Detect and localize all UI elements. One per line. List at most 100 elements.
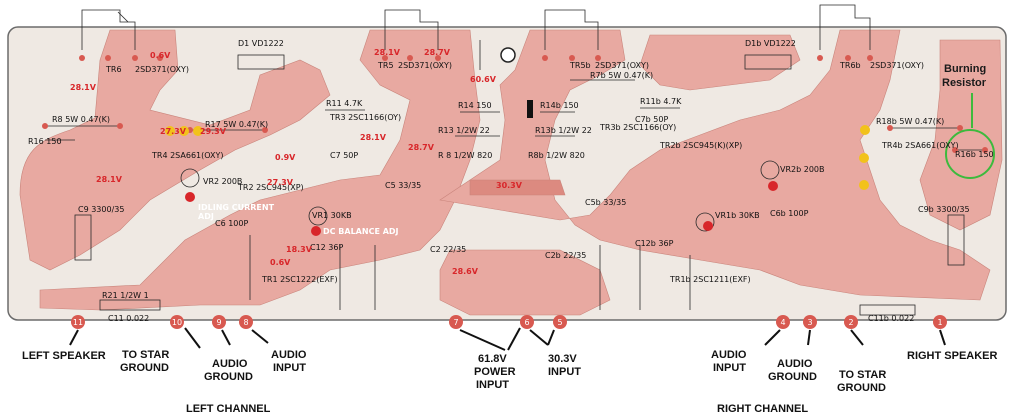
dc-balance-adj-dot-right <box>703 221 713 231</box>
label-vr1b: VR1b 30KB <box>715 211 760 220</box>
voltage-l5: 60.6V <box>470 75 497 84</box>
label-vr2b: VR2b 200B <box>780 165 825 174</box>
mounting-hole <box>500 47 516 63</box>
dc-balance-adj-dot <box>311 226 321 236</box>
idling-adj-dot-right <box>768 181 778 191</box>
callout-power-3: INPUT <box>476 379 509 391</box>
voltage-l2: 0.6V <box>150 51 171 60</box>
callout-r-audio-input-1: AUDIO <box>711 349 747 361</box>
label-r7b: R7b 5W 0.47(K) <box>590 71 653 80</box>
label-c11b: C11b 0.022 <box>868 314 914 323</box>
label-c7b: C7b 50P <box>635 115 668 124</box>
label-tr3: TR3 2SC1166(OY) <box>329 113 401 122</box>
pin-6: 6 <box>524 318 529 327</box>
label-c7: C7 50P <box>330 151 358 160</box>
label-vr2: VR2 200B <box>203 177 242 186</box>
pin-2: 2 <box>848 318 853 327</box>
callouts: LEFT SPEAKER TO STAR GROUND AUDIO GROUND… <box>22 63 998 394</box>
label-c6: C6 100P <box>215 219 248 228</box>
voltage-l11: 18.3V <box>286 245 313 254</box>
label-r11b: R11b 4.7K <box>640 97 682 106</box>
solder-pads <box>42 55 988 153</box>
pin-8: 8 <box>243 318 248 327</box>
callout-r-audio-input-2: INPUT <box>713 362 746 374</box>
jumper-block <box>527 100 533 118</box>
pin-11: 11 <box>73 318 83 327</box>
voltage-l1: 28.1V <box>70 83 97 92</box>
callout-right-speaker: RIGHT SPEAKER <box>907 350 998 362</box>
label-tr5b-model: 2SD371(OXY) <box>595 61 649 70</box>
label-d1b: D1b VD1222 <box>745 39 796 48</box>
label-r17: R17 5W 0.47(K) <box>205 120 268 129</box>
label-r14b: R14b 150 <box>540 101 579 110</box>
callout-burning-2: Resistor <box>942 77 987 89</box>
label-r8b: R8b 1/2W 820 <box>528 151 585 160</box>
callout-lines <box>69 327 946 351</box>
label-c2: C2 22/35 <box>430 245 466 254</box>
label-r18b: R18b 5W 0.47(K) <box>876 117 944 126</box>
callout-r-to-star-2: GROUND <box>837 382 886 394</box>
label-c11: C11 0.022 <box>108 314 149 323</box>
burning-resistor-ring <box>945 129 995 179</box>
voltage-center: 30.3V <box>496 181 523 190</box>
voltage-l12: 0.6V <box>270 258 291 267</box>
label-tr4: TR4 2SA661(OXY) <box>151 151 224 160</box>
label-r16: R16 150 <box>28 137 62 146</box>
copper-traces <box>19 29 1003 316</box>
callout-power-1: 61.8V <box>478 353 507 365</box>
label-tr1: TR1 2SC1222(EXF) <box>261 275 338 284</box>
label-tr1b: TR1b 2SC1211(EXF) <box>669 275 751 284</box>
label-r13b: R13b 1/2W 22 <box>535 126 592 135</box>
label-r14: R14 150 <box>458 101 492 110</box>
callout-303-2: INPUT <box>548 366 581 378</box>
label-r11: R11 4.7K <box>326 99 363 108</box>
label-tr6b: TR6b <box>839 61 861 70</box>
label-r13: R13 1/2W 22 <box>438 126 490 135</box>
label-tr2: TR2 2SC945(XP) <box>237 183 304 192</box>
voltage-l8: 29.3V <box>200 127 227 136</box>
callout-303-1: 30.3V <box>548 353 577 365</box>
label-idling: IDLING CURRENT <box>198 203 275 212</box>
callout-power-2: POWER <box>474 366 516 378</box>
part-labels: TR6 2SD371(OXY) TR5 2SD371(OXY) TR5b 2SD… <box>28 39 994 323</box>
label-c9b: C9b 3300/35 <box>918 205 970 214</box>
left-channel-label: LEFT CHANNEL <box>186 403 271 415</box>
label-c12b: C12b 36P <box>635 239 674 248</box>
pin-3: 3 <box>807 318 812 327</box>
pin-4: 4 <box>780 318 785 327</box>
label-tr5b: TR5b <box>569 61 591 70</box>
voltage-l4: 28.7V <box>424 48 451 57</box>
label-dc-balance: DC BALANCE ADJ <box>323 227 399 236</box>
pin-10: 10 <box>172 318 182 327</box>
callout-to-star-1: TO STAR <box>122 349 169 361</box>
right-channel-label: RIGHT CHANNEL <box>717 403 808 415</box>
label-tr5-model: 2SD371(OXY) <box>398 61 452 70</box>
voltage-labels: 28.1V 0.6V 28.1V 28.7V 60.6V 27.3V 28.7V… <box>70 48 523 276</box>
label-c2b: C2b 22/35 <box>545 251 586 260</box>
voltage-l3: 28.1V <box>374 48 401 57</box>
voltage-l14: 28.6V <box>452 267 479 276</box>
label-d1: D1 VD1222 <box>238 39 284 48</box>
highlight-dots <box>165 125 870 190</box>
callout-r-audio-ground-1: AUDIO <box>777 358 813 370</box>
pin-1: 1 <box>937 318 942 327</box>
voltage-l15: 28.1V <box>360 133 387 142</box>
label-tr6-model: 2SD371(OXY) <box>135 65 189 74</box>
pin-7: 7 <box>453 318 458 327</box>
idling-adj-dot <box>185 192 195 202</box>
label-r16b: R16b 150 <box>955 150 994 159</box>
label-tr3b: TR3b 2SC1166(OY) <box>599 123 676 132</box>
callout-r-audio-ground-2: GROUND <box>768 371 817 383</box>
label-tr6b-model: 2SD371(OXY) <box>870 61 924 70</box>
label-r8: R8 5W 0.47(K) <box>52 115 110 124</box>
voltage-l10: 27.3V <box>267 178 294 187</box>
callout-audio-input-2: INPUT <box>273 362 306 374</box>
callout-audio-ground-1: AUDIO <box>212 358 248 370</box>
label-c5: C5 33/35 <box>385 181 421 190</box>
voltage-l13: 28.1V <box>96 175 123 184</box>
component-outlines <box>45 4 985 316</box>
pin-5: 5 <box>557 318 562 327</box>
callout-audio-ground-2: GROUND <box>204 371 253 383</box>
